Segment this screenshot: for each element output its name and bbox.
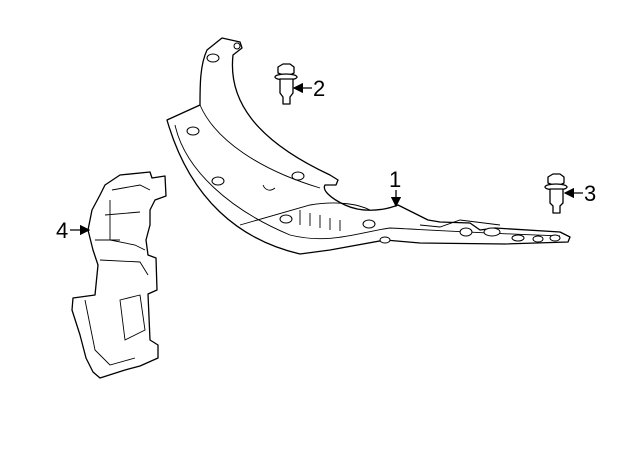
callout-1: 1 [389, 167, 401, 208]
bolt-upper [274, 63, 298, 105]
callout-3: 3 [563, 181, 596, 206]
main-panel [166, 37, 571, 255]
side-shield [71, 171, 167, 379]
callout-label-2: 2 [313, 76, 325, 101]
callout-label-3: 3 [584, 181, 596, 206]
callout-2: 2 [292, 76, 325, 101]
callout-label-4: 4 [56, 218, 68, 243]
bolt-right [544, 173, 568, 214]
callout-4: 4 [56, 218, 91, 243]
callout-label-1: 1 [389, 167, 401, 192]
